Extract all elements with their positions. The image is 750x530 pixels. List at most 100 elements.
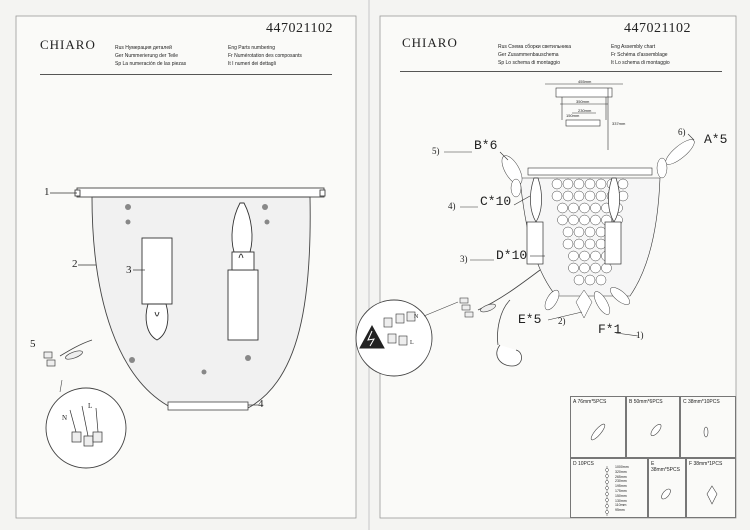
callout-e: E*5	[518, 312, 542, 327]
crystal-bead	[573, 178, 585, 190]
crystal-bead	[584, 274, 596, 286]
crystal-bead	[590, 214, 601, 226]
crystal-bead	[562, 238, 574, 250]
lamp-holder-left	[141, 237, 173, 341]
strand-d-drawing	[605, 466, 609, 516]
crystal-bead	[573, 238, 585, 250]
crystal-bead	[562, 178, 574, 190]
crystal-bead	[579, 250, 590, 262]
crystal-bead	[557, 202, 568, 214]
callout-4: 4)	[448, 201, 456, 211]
callout-2: 2)	[558, 316, 566, 326]
callout-3: 3)	[460, 254, 468, 264]
callout-1: 1)	[636, 330, 644, 340]
crystal-bead	[601, 262, 612, 274]
crystal-bead	[573, 190, 585, 202]
screw-holes	[125, 204, 270, 375]
brand-logo-right: CHIARO	[402, 35, 458, 50]
crystal-bead	[568, 262, 579, 274]
crystal-bead	[590, 250, 601, 262]
wiring-detail-circle	[45, 387, 127, 469]
crystal-e-f	[544, 287, 630, 319]
strand-d-length-6: 150mm	[615, 493, 627, 498]
it-label: It I numeri dei dettagli	[228, 61, 276, 67]
header-divider-right	[400, 71, 722, 72]
strand-d-length-2: 265mm	[615, 474, 627, 479]
crystal-bead	[551, 190, 563, 202]
crystal-bead	[595, 190, 607, 202]
candle-bulbs	[526, 177, 622, 265]
part-label-2: 2	[72, 258, 78, 270]
callout-b: B*6	[474, 138, 498, 153]
sp-label-right: Sp Lo schema di montaggio	[498, 60, 560, 66]
bottom-cap	[167, 401, 249, 411]
rus-label-right: Rus Схема сборки светильника	[498, 44, 571, 50]
ceiling-plate	[74, 187, 326, 198]
part-sketches	[590, 423, 718, 505]
eng-label-right: Eng Assembly chart	[611, 44, 656, 50]
parts-cell-e: E 38mm*5PCS	[648, 458, 686, 518]
sp-label: Sp La numeración de las piezas	[115, 61, 187, 67]
crystal-a-hanging	[656, 139, 695, 179]
crystal-bead	[557, 214, 568, 226]
eng-label: Eng Parts numbering	[228, 45, 275, 51]
crystal-bead	[573, 274, 585, 286]
part-label-1: 1	[44, 186, 50, 198]
header-divider-left	[40, 74, 332, 75]
crystal-bead	[590, 262, 601, 274]
callout-f: F*1	[598, 322, 622, 337]
terminal-block-right	[459, 297, 496, 318]
callout-5: 5)	[432, 146, 440, 156]
crystal-bead	[551, 178, 563, 190]
part-label-3: 3	[126, 264, 132, 276]
dim-230: 230mm	[578, 108, 592, 113]
strand-d-length-5: 175mm	[615, 488, 627, 493]
crystal-bead	[584, 178, 596, 190]
parts-cell-c: C 38mm*10PCS	[680, 396, 736, 458]
callout-6: 6)	[678, 127, 686, 137]
wire-l-label-right: L	[410, 340, 414, 346]
crystal-b-hanging	[501, 155, 523, 198]
parts-cell-f: F 38mm*1PCS	[686, 458, 736, 518]
rus-label: Rus Нумерация деталей	[115, 45, 172, 51]
lamp-holder-right	[227, 202, 259, 341]
crystal-bead	[573, 226, 585, 238]
crystal-bead	[579, 262, 590, 274]
wiring-terminals-right	[383, 311, 416, 346]
crystal-bead	[579, 214, 590, 226]
dim-455: 455mm	[578, 79, 592, 84]
parts-c-label: C 38mm*10PCS	[683, 399, 720, 405]
crystal-bead	[595, 238, 607, 250]
brand-logo-left: CHIARO	[40, 37, 96, 52]
callout-c: C*10	[480, 194, 512, 209]
part-label-5: 5	[30, 338, 36, 350]
canopy-dimension-drawing	[545, 83, 623, 150]
callout-a: A*5	[704, 132, 728, 147]
dim-150: 150mm	[566, 113, 580, 118]
strand-d-length-0: 1000mm	[615, 465, 629, 469]
fr-label-right: Fr Schéma d'assemblage	[611, 52, 668, 58]
parts-cell-a: A 76mm*5PCS	[570, 396, 626, 458]
strand-d-length-8: 110mm	[615, 503, 627, 508]
warning-triangle	[359, 324, 385, 349]
parts-d-label: D 10PCS	[573, 461, 594, 467]
crystal-bead	[584, 226, 596, 238]
parts-a-label: A 76mm*5PCS	[573, 399, 607, 405]
crystal-bead	[568, 250, 579, 262]
ger-label: Ger Nummerierung der Teile	[115, 53, 178, 59]
parts-cell-b: B 50mm*6PCS	[626, 396, 680, 458]
it-label-right: It Lo schema di montaggio	[611, 60, 670, 66]
strand-d-length-4: 195mm	[615, 484, 627, 489]
parts-e-label: E 38mm*5PCS	[651, 461, 680, 473]
strand-d-length-3: 230mm	[615, 479, 627, 484]
product-code-right: 447021102	[624, 21, 691, 36]
parts-f-label: F 38mm*1PCS	[689, 461, 723, 467]
ger-label-right: Ger Zusammenbauschema	[498, 52, 559, 58]
crystal-bead	[595, 226, 607, 238]
parts-b-label: B 50mm*6PCS	[629, 399, 663, 405]
strand-d-length-9: 95mm	[615, 508, 625, 513]
leader-lines-left	[50, 192, 258, 406]
